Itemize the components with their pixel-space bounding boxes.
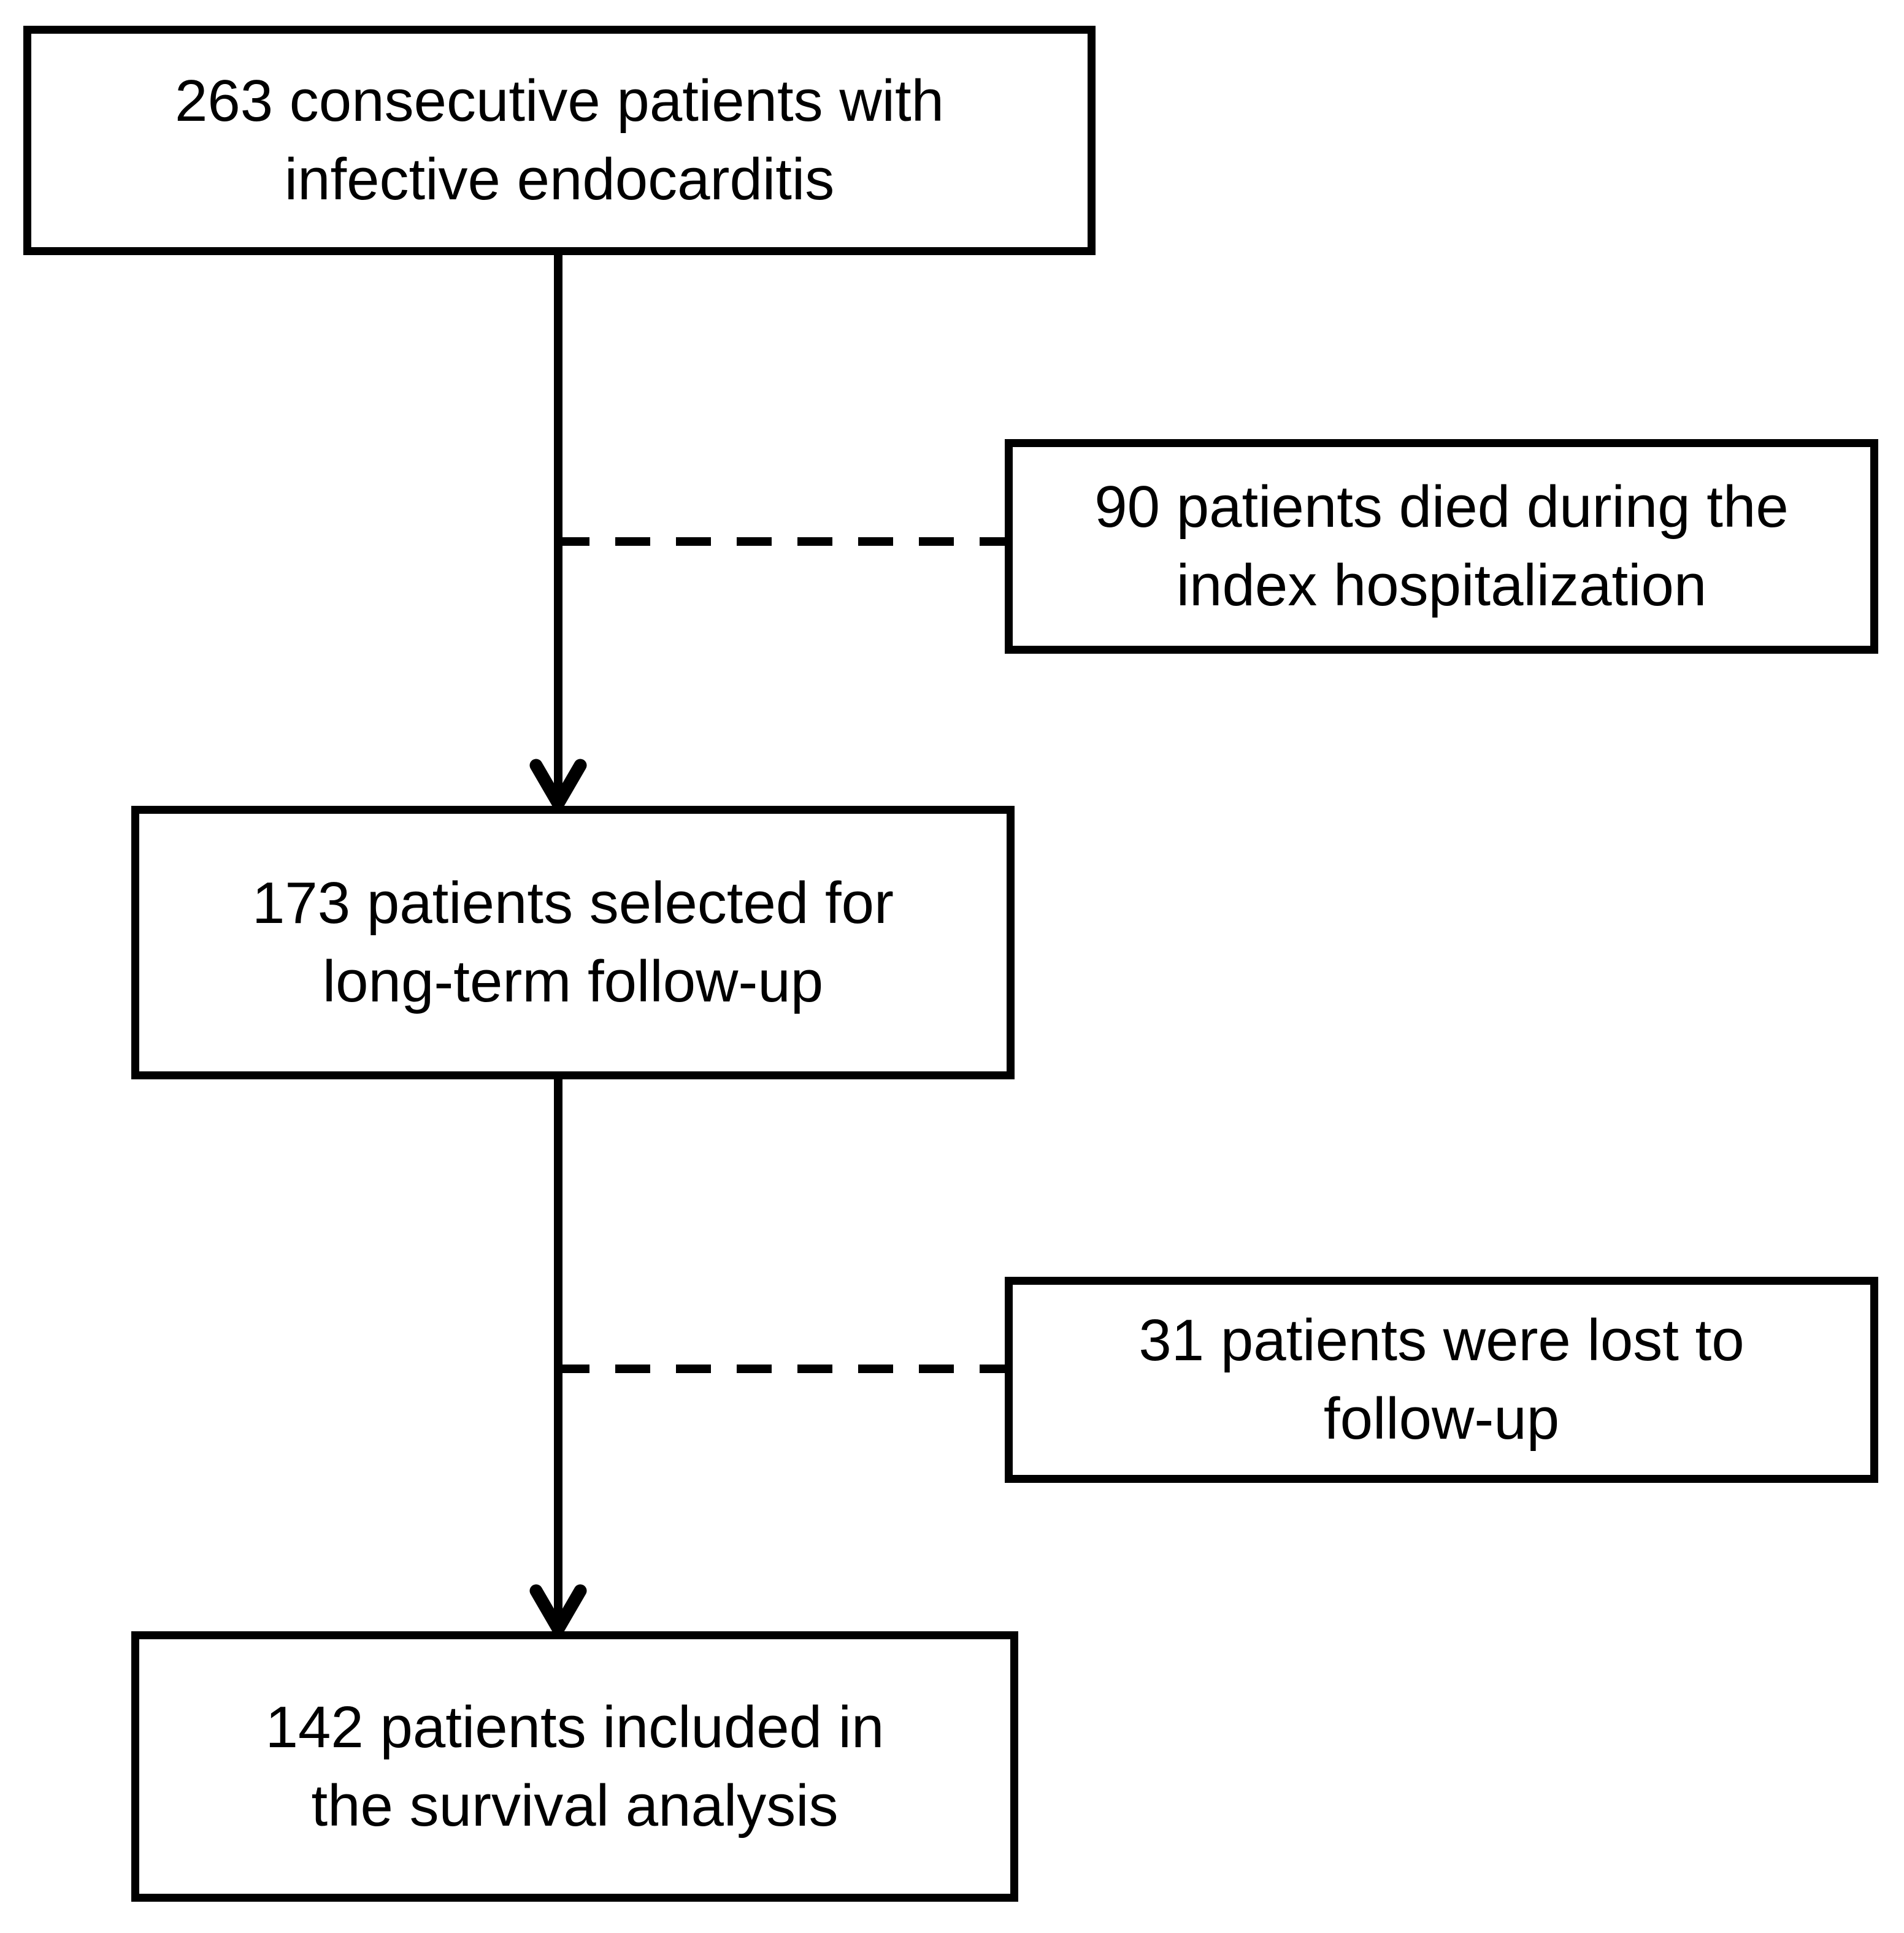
arrowhead-down-icon	[529, 1584, 587, 1642]
box-died-during-hospitalization: 90 patients died during the index hospit…	[1005, 439, 1878, 654]
box-included-survival-analysis: 142 patients included in the survival an…	[131, 1631, 1018, 1902]
box-consecutive-patients: 263 consecutive patients with infective …	[23, 26, 1096, 255]
box-text-line: 31 patients were lost to	[1138, 1307, 1745, 1374]
box-text-line: 173 patients selected for	[251, 870, 894, 936]
box-text-line: infective endocarditis	[284, 147, 835, 212]
box-text-line: index hospitalization	[1176, 553, 1707, 618]
box-text-line: 90 patients died during the	[1094, 474, 1789, 540]
box-text-line: 263 consecutive patients with	[174, 68, 945, 134]
box-text-line: 142 patients included in	[265, 1694, 885, 1760]
arrow-enrolled-to-selected	[529, 255, 587, 816]
arrow-selected-to-analyzed	[529, 1079, 587, 1642]
box-lost-to-followup: 31 patients were lost to follow-up	[1005, 1277, 1878, 1483]
arrowhead-down-icon	[529, 759, 587, 816]
box-text-line: long-term follow-up	[322, 949, 824, 1014]
box-text-line: the survival analysis	[311, 1772, 839, 1839]
box-selected-for-followup: 173 patients selected for long-term foll…	[131, 806, 1015, 1079]
box-text-line: follow-up	[1323, 1386, 1560, 1452]
